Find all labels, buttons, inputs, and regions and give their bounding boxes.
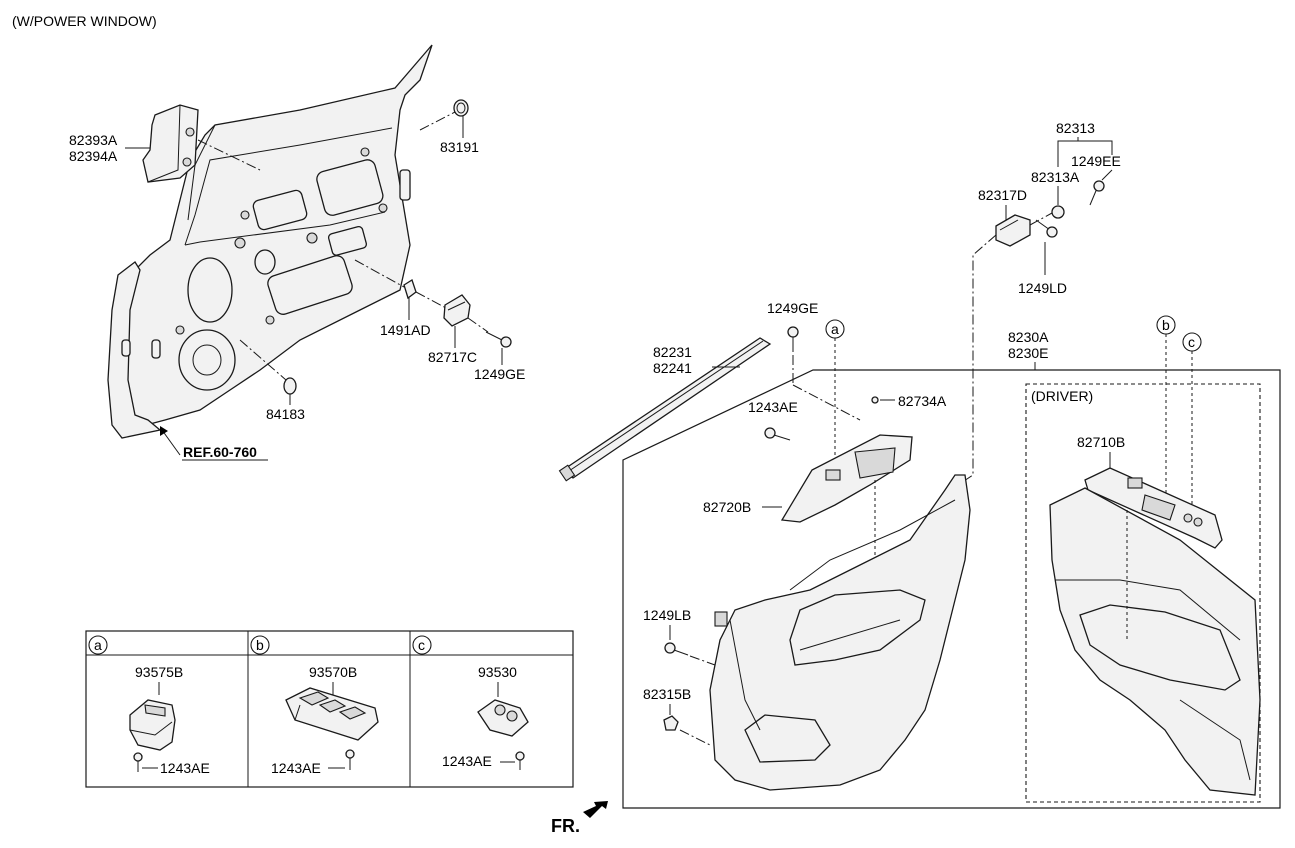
switch-93530 <box>477 699 529 737</box>
screw-1249EE <box>1089 180 1105 206</box>
table-b-letter: b <box>256 637 264 653</box>
door-check-bracket <box>142 104 199 183</box>
switch-93570B <box>285 687 379 741</box>
label-8230A: 8230A <box>1008 329 1049 345</box>
screw-1249GE-left <box>485 331 512 348</box>
trim-82720B <box>780 434 913 523</box>
clip-1491AD <box>403 279 417 300</box>
driver-door-trim <box>1049 487 1261 796</box>
bracket-82317D <box>995 214 1031 247</box>
callout-b-label: b <box>1162 317 1170 333</box>
power-window-caption: (W/POWER WINDOW) <box>12 13 157 29</box>
screw-table-c <box>515 751 525 770</box>
bracket-82717C <box>443 294 471 327</box>
driver-label: (DRIVER) <box>1031 388 1093 404</box>
label-82720B: 82720B <box>703 499 751 515</box>
label-83191: 83191 <box>440 139 479 155</box>
callout-c-label: c <box>1188 334 1195 350</box>
label-1249GE-right: 1249GE <box>767 300 818 316</box>
screw-1249GE-right <box>787 326 799 352</box>
front-direction-label: FR. <box>551 816 580 836</box>
label-8230E: 8230E <box>1008 345 1048 361</box>
table-c-part: 93530 <box>478 664 517 680</box>
label-1249LB: 1249LB <box>643 607 691 623</box>
table-b-circle <box>250 635 270 655</box>
table-a-part: 93575B <box>135 664 183 680</box>
grommet-83191 <box>453 99 469 117</box>
ref-60-760: REF.60-760 <box>183 444 257 460</box>
table-a-letter: a <box>94 637 102 653</box>
label-1249LD: 1249LD <box>1018 280 1067 296</box>
screw-1243AE-main <box>764 427 791 441</box>
table-a-circle <box>88 635 108 655</box>
label-82734A: 82734A <box>898 393 947 409</box>
clip-82315B <box>663 715 679 731</box>
screw-1249LB <box>664 642 689 656</box>
label-82231: 82231 <box>653 344 692 360</box>
driver-armrest-switch-panel <box>1084 467 1223 549</box>
nut-82313A <box>1051 205 1065 219</box>
assembly-frame <box>622 369 1281 809</box>
table-c-circle <box>412 635 432 655</box>
front-arrow-icon <box>583 801 608 818</box>
table-c-letter: c <box>418 637 425 653</box>
label-84183: 84183 <box>266 406 305 422</box>
door-trim-panel <box>709 474 971 791</box>
label-82313: 82313 <box>1056 120 1095 136</box>
callout-a-label: a <box>831 321 839 337</box>
label-1243AE-main: 1243AE <box>748 399 798 415</box>
clip-82734A <box>871 396 879 404</box>
label-82393A: 82393A <box>69 132 118 148</box>
label-82717C: 82717C <box>428 349 477 365</box>
plug-84183 <box>283 377 297 395</box>
table-c-screw: 1243AE <box>442 753 492 769</box>
label-82317D: 82317D <box>978 187 1027 203</box>
door-inner-panel <box>107 44 433 439</box>
label-1491AD: 1491AD <box>380 322 431 338</box>
switch-93575B <box>129 699 176 751</box>
table-b-part: 93570B <box>309 664 357 680</box>
detail-table <box>85 630 574 788</box>
label-1249GE-left: 1249GE <box>474 366 525 382</box>
table-b-screw: 1243AE <box>271 760 321 776</box>
screw-table-b <box>345 749 355 770</box>
label-82315B: 82315B <box>643 686 691 702</box>
table-a-screw: 1243AE <box>160 760 210 776</box>
label-82313A: 82313A <box>1031 169 1080 185</box>
driver-detail-box <box>1025 383 1261 803</box>
label-82241: 82241 <box>653 360 692 376</box>
label-1249EE: 1249EE <box>1071 153 1121 169</box>
weatherstrip-82231 <box>558 337 772 482</box>
screw-table-a <box>133 752 143 772</box>
screw-1249LD <box>1035 219 1058 238</box>
label-82394A: 82394A <box>69 148 118 164</box>
label-82710B: 82710B <box>1077 434 1125 450</box>
